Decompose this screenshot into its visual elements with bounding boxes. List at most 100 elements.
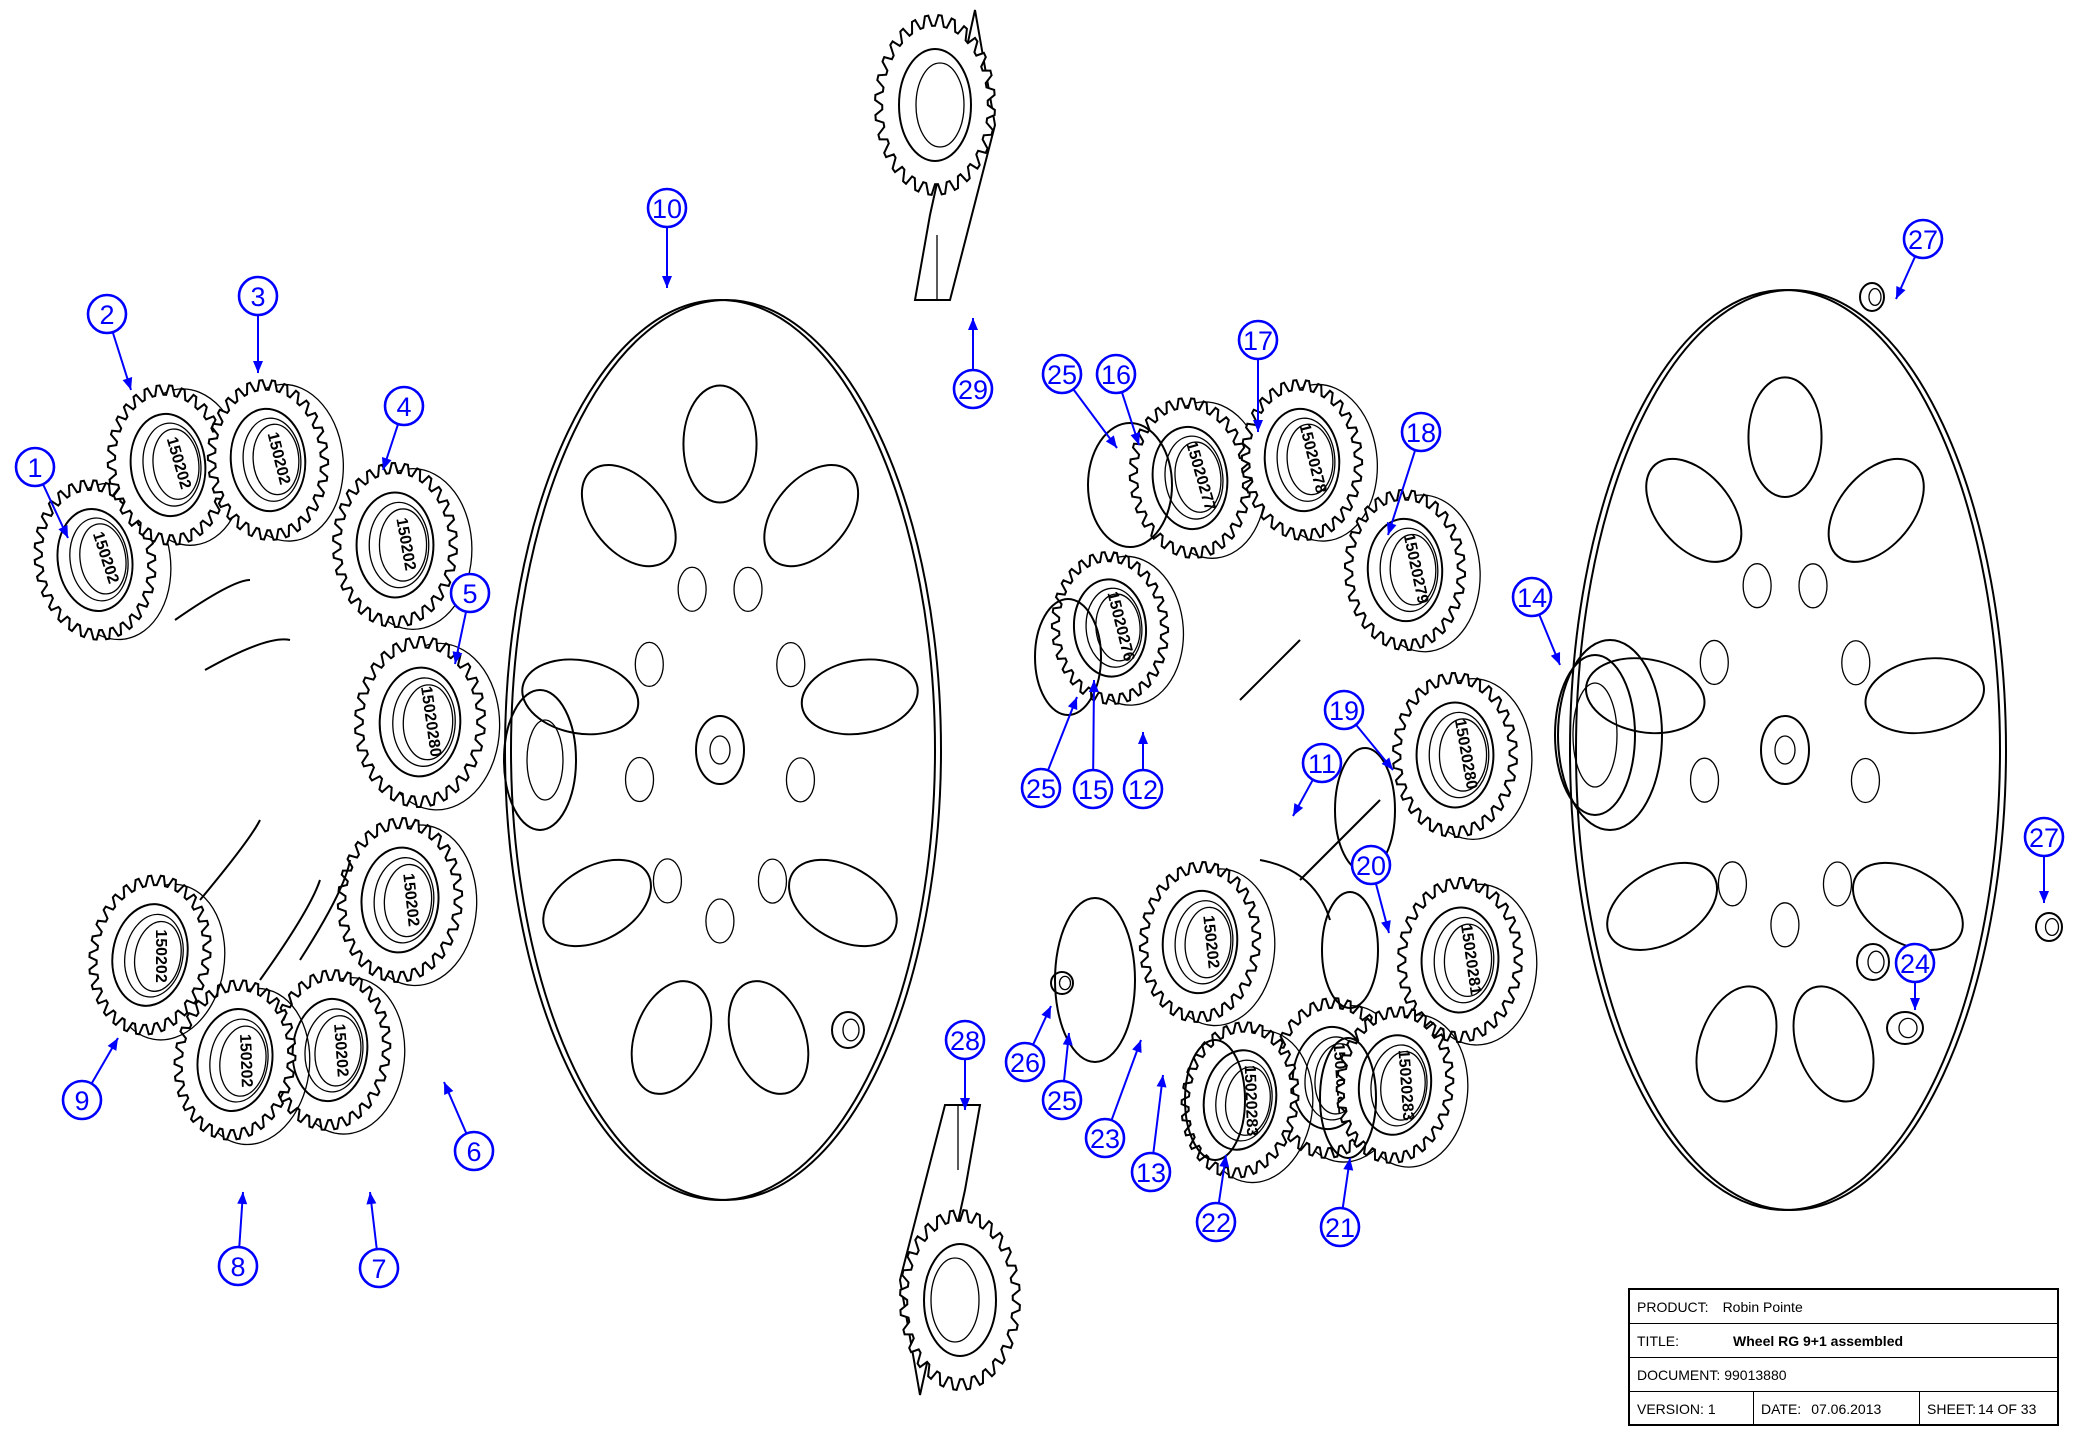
leader-line-15 xyxy=(1092,679,1095,771)
item-balloon-17: 17 xyxy=(1237,319,1279,361)
item-balloon-28: 28 xyxy=(944,1019,986,1061)
item-balloon-number: 6 xyxy=(466,1137,481,1167)
spring-arm-5 xyxy=(299,859,351,961)
pin-1 xyxy=(1050,971,1074,995)
retaining-ring-6 xyxy=(1184,1039,1246,1161)
pin-5 xyxy=(1886,1011,1924,1045)
item-balloon-27: 27 xyxy=(2023,816,2065,858)
item-balloon-19: 19 xyxy=(1323,689,1365,731)
leader-line-23 xyxy=(1110,1039,1142,1121)
item-balloon-21: 21 xyxy=(1319,1206,1361,1248)
leader-arrowhead-11 xyxy=(1293,803,1304,816)
item-balloon-number: 15 xyxy=(1078,775,1108,805)
item-balloon-number: 25 xyxy=(1026,774,1056,804)
item-balloon-13: 13 xyxy=(1130,1151,1172,1193)
date-value: 07.06.2013 xyxy=(1811,1401,1882,1417)
item-balloon-number: 4 xyxy=(396,392,411,422)
sheet-value: 14 OF 33 xyxy=(1978,1401,2037,1417)
leader-arrowhead-23 xyxy=(1132,1040,1142,1053)
item-balloon-number: 23 xyxy=(1090,1124,1120,1154)
item-balloon-1: 1 xyxy=(14,446,56,488)
item-balloon-20: 20 xyxy=(1350,844,1392,886)
gear-engraving-8: 150202 xyxy=(236,1034,255,1088)
product-label: PRODUCT: xyxy=(1637,1298,1709,1315)
item-balloon-25: 25 xyxy=(1041,353,1083,395)
spring-arm-8 xyxy=(1299,799,1381,881)
leader-line-25 xyxy=(1047,696,1078,771)
gear-5: 15020280 xyxy=(354,636,501,811)
leader-arrowhead-12 xyxy=(1138,732,1148,744)
item-balloon-29: 29 xyxy=(952,368,994,410)
title-label: TITLE: xyxy=(1637,1332,1680,1349)
item-balloon-number: 5 xyxy=(462,579,477,609)
document-value: 99013880 xyxy=(1724,1366,1787,1383)
gear-14: 15020280 xyxy=(1392,671,1533,841)
gear-engraving-7: 150202 xyxy=(330,1023,351,1078)
gear-11: 15020278 xyxy=(1240,379,1379,542)
item-balloon-26: 26 xyxy=(1004,1041,1046,1083)
leader-arrowhead-24 xyxy=(1910,998,1920,1010)
item-balloon-9: 9 xyxy=(61,1079,103,1121)
title-block-title-row: TITLE: Wheel RG 9+1 assembled xyxy=(1630,1324,2057,1358)
gear-8: 150202 xyxy=(173,979,311,1146)
retaining-ring-2 xyxy=(1034,598,1102,716)
gear-16: 15020281 xyxy=(1396,877,1538,1046)
gear-engraving-6: 150202 xyxy=(399,873,421,928)
gear-engraving-18: 15020283 xyxy=(1241,1065,1260,1137)
leader-arrowhead-28 xyxy=(960,1098,970,1110)
spring-arm-7 xyxy=(1259,859,1331,921)
item-balloon-25: 25 xyxy=(1041,1079,1083,1121)
gear-1: 150202 xyxy=(33,479,172,641)
gear-engraving-15: 150202 xyxy=(1199,915,1221,970)
leader-arrowhead-6 xyxy=(444,1082,454,1095)
item-balloon-number: 8 xyxy=(230,1252,245,1282)
item-balloon-15: 15 xyxy=(1072,768,1114,810)
item-balloon-number: 22 xyxy=(1201,1208,1231,1238)
leader-arrowhead-19 xyxy=(1381,757,1393,770)
leader-line-25 xyxy=(1072,388,1118,449)
leader-arrowhead-16 xyxy=(1130,432,1141,445)
item-balloon-number: 2 xyxy=(99,300,114,330)
item-balloon-number: 12 xyxy=(1128,775,1158,805)
item-balloon-14: 14 xyxy=(1511,576,1553,618)
leader-arrowhead-27 xyxy=(1896,286,1906,299)
item-balloon-number: 29 xyxy=(958,375,988,405)
item-balloon-number: 19 xyxy=(1329,696,1359,726)
hub-flange xyxy=(1554,639,1663,831)
spring-arm-2 xyxy=(204,638,291,671)
gear-12: 15020279 xyxy=(1343,488,1481,653)
item-balloon-4: 4 xyxy=(383,385,425,427)
retaining-ring-7 xyxy=(1319,1037,1377,1159)
gear-2: 150202 xyxy=(106,384,245,546)
pin-2 xyxy=(1856,943,1890,981)
item-balloon-24: 24 xyxy=(1894,942,1936,984)
item-balloon-number: 11 xyxy=(1308,749,1336,779)
item-balloon-22: 22 xyxy=(1195,1201,1237,1243)
leader-arrowhead-4 xyxy=(381,457,392,470)
leader-arrowhead-25 xyxy=(1067,697,1078,710)
spring-arm-3 xyxy=(199,819,261,901)
spring-arm-1 xyxy=(174,579,251,621)
item-balloon-number: 21 xyxy=(1325,1213,1355,1243)
item-balloon-5: 5 xyxy=(449,572,491,614)
spring-arm-4 xyxy=(259,879,321,981)
item-balloon-number: 25 xyxy=(1047,360,1077,390)
product-value: Robin Pointe xyxy=(1722,1298,1803,1315)
title-block-product-row: PRODUCT: Robin Pointe xyxy=(1630,1290,2057,1324)
item-balloon-number: 20 xyxy=(1356,851,1386,881)
item-balloon-number: 24 xyxy=(1900,949,1930,979)
leader-arrowhead-25 xyxy=(1105,435,1117,448)
item-balloon-number: 18 xyxy=(1406,418,1436,448)
wheel-disc-left xyxy=(503,299,942,1201)
item-balloon-6: 6 xyxy=(453,1130,495,1172)
leader-arrowhead-25 xyxy=(1062,1033,1073,1046)
date-label: DATE: xyxy=(1761,1401,1802,1417)
pin-3 xyxy=(2035,912,2063,942)
item-balloon-27: 27 xyxy=(1902,218,1944,260)
leader-arrowhead-5 xyxy=(452,651,463,664)
leader-arrowhead-3 xyxy=(253,361,263,373)
leader-arrowhead-26 xyxy=(1041,1006,1051,1019)
leader-line-18 xyxy=(1387,449,1417,536)
leader-arrowhead-22 xyxy=(1219,1155,1230,1168)
